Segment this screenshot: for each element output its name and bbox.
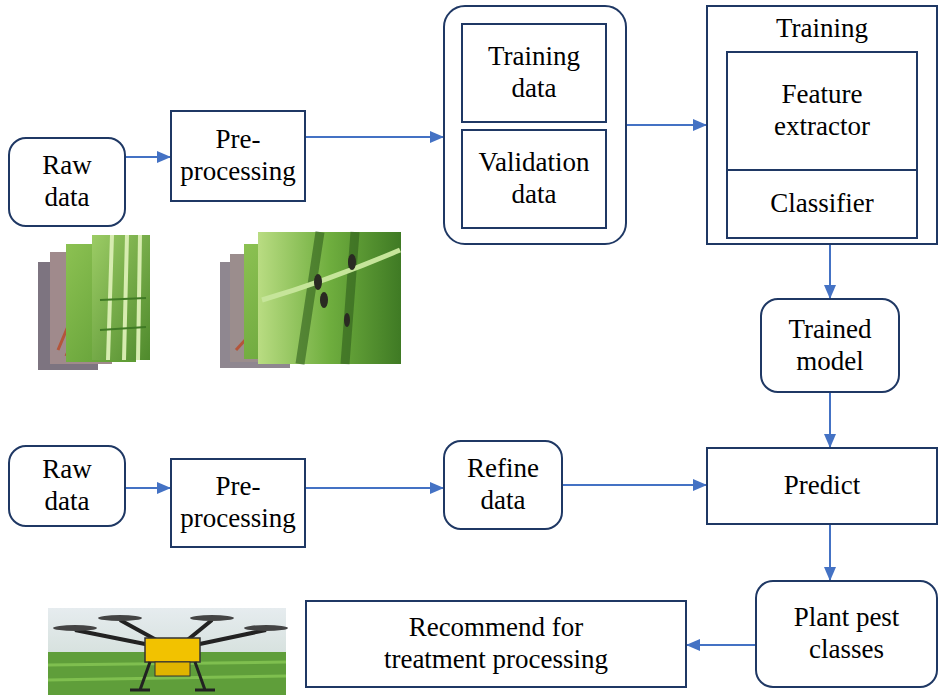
- box-label: Training data: [467, 41, 601, 105]
- box-label: Pre- processing: [176, 124, 300, 188]
- box-label: Plant pest classes: [767, 602, 927, 666]
- box-label: Validation data: [467, 147, 601, 211]
- flow-arrow: [306, 136, 443, 138]
- process-box: Predict: [706, 447, 938, 525]
- data-box: Refine data: [443, 440, 563, 530]
- box-label: Raw data: [26, 150, 108, 214]
- box-label: Classifier: [770, 188, 873, 220]
- model-box: Trained model: [760, 298, 900, 393]
- dataset-box: Training data: [461, 23, 607, 123]
- box-label: Pre- processing: [176, 471, 300, 535]
- box-label: Refine data: [456, 453, 551, 517]
- data-box: Raw data: [8, 445, 126, 527]
- dataset-group: Training dataValidation data: [443, 5, 627, 245]
- result-box: Plant pest classes: [755, 580, 938, 688]
- model-part-box: Classifier: [726, 169, 918, 239]
- flow-arrow: [829, 245, 831, 298]
- processed-photo-stack: [220, 232, 401, 368]
- box-label: Raw data: [26, 454, 108, 518]
- box-label: Predict: [784, 470, 860, 502]
- box-label: Trained model: [775, 314, 885, 378]
- data-box: Raw data: [8, 137, 126, 227]
- process-box: Recommend for treatment processing: [305, 600, 687, 688]
- flow-arrow: [126, 156, 170, 158]
- flow-arrow: [563, 484, 706, 486]
- flow-arrow: [687, 644, 755, 646]
- flow-arrow: [627, 124, 706, 126]
- process-box: Pre- processing: [170, 110, 306, 202]
- model-part-box: Feature extractor: [726, 51, 918, 171]
- process-box: Pre- processing: [170, 458, 306, 548]
- raw-photo-stack: [38, 235, 150, 370]
- stage-title: Training: [708, 13, 936, 45]
- training-stage: TrainingFeature extractorClassifier: [706, 5, 938, 245]
- box-label: Recommend for treatment processing: [359, 612, 634, 676]
- dataset-box: Validation data: [461, 129, 607, 229]
- flow-arrow: [829, 525, 831, 580]
- drone-photo: [48, 608, 288, 695]
- flow-arrow: [829, 393, 831, 447]
- flow-arrow: [306, 487, 443, 489]
- flow-arrow: [126, 487, 170, 489]
- box-label: Feature extractor: [732, 79, 912, 143]
